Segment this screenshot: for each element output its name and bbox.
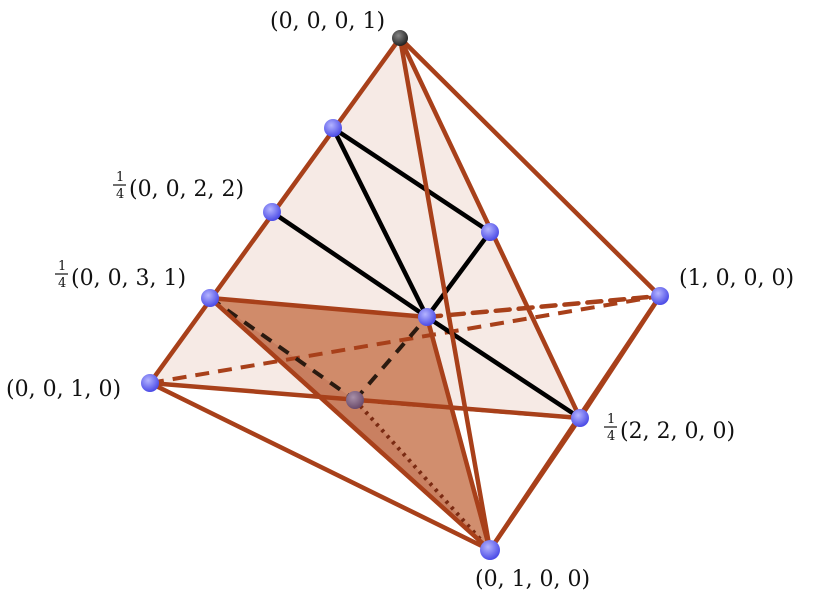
vertex-0022 [263, 203, 281, 221]
label-2200-group: 1 4 (2, 2, 0, 0) [604, 412, 735, 444]
vertex-0100 [480, 540, 500, 560]
hidden-black-edges [208, 296, 429, 402]
label-0100: (0, 1, 0, 0) [475, 567, 590, 592]
label-apex: (0, 0, 0, 1) [270, 9, 385, 34]
frac-den-0031: 4 [58, 276, 66, 291]
vertex-2200 [571, 409, 589, 427]
frac-num-2200: 1 [607, 412, 615, 427]
label-2200: (2, 2, 0, 0) [620, 419, 735, 444]
frac-num-0022: 1 [116, 170, 124, 185]
vertex-hidden [346, 391, 364, 409]
frac-den-0022: 4 [116, 187, 124, 202]
vertex-0031 [201, 289, 219, 307]
label-1000: (1, 0, 0, 0) [679, 266, 794, 291]
vertex-face-right [481, 223, 499, 241]
vertex-center [418, 308, 436, 326]
vertex-0010 [141, 374, 159, 392]
label-0031-group: 1 4 (0, 0, 3, 1) [55, 259, 186, 291]
vertex-1000 [651, 287, 669, 305]
black-edges [269, 125, 583, 421]
label-0010: (0, 0, 1, 0) [6, 377, 121, 402]
label-0022: (0, 0, 2, 2) [129, 177, 244, 202]
frac-den-2200: 4 [607, 429, 615, 444]
label-0022-group: 1 4 (0, 0, 2, 2) [113, 170, 244, 202]
vertex-edge-upper [324, 119, 342, 137]
label-0031: (0, 0, 3, 1) [71, 266, 186, 291]
frac-num-0031: 1 [58, 259, 66, 274]
vertex-apex [392, 30, 408, 46]
